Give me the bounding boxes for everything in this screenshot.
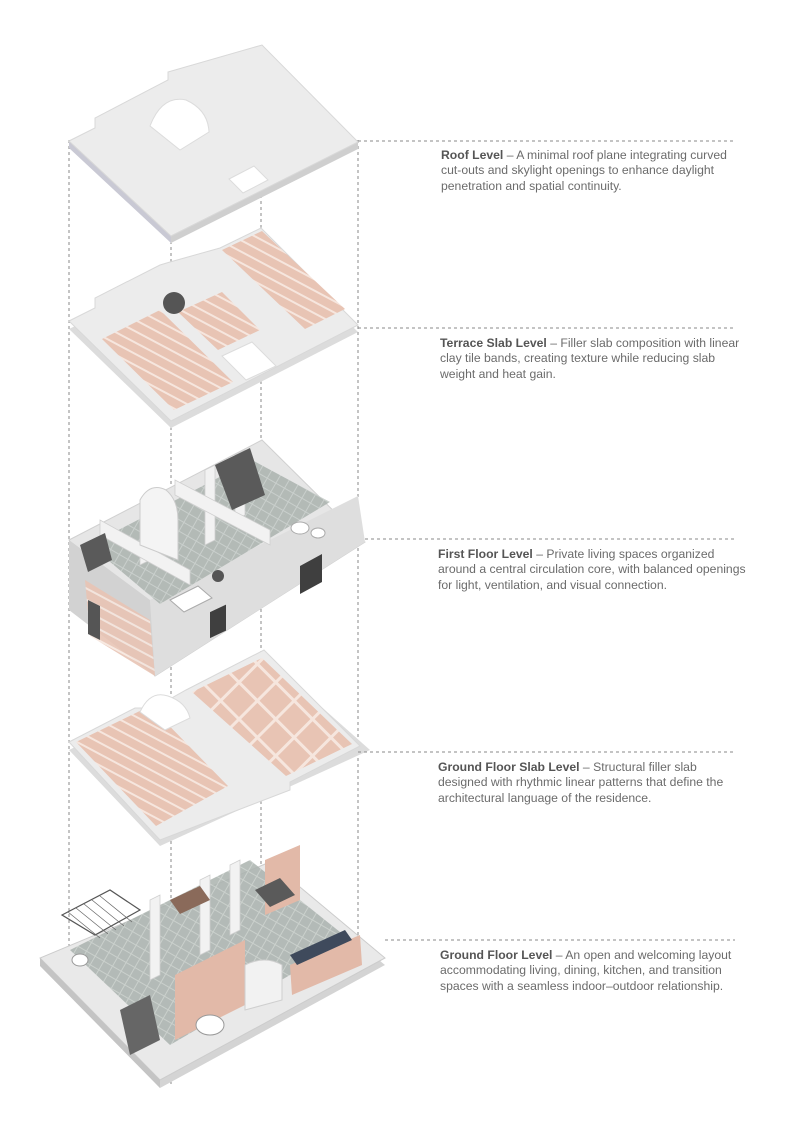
level-description: Structural filler slab designed with rhy…	[438, 760, 724, 805]
separator: –	[532, 547, 547, 561]
annotation-ground-floor-level: Ground Floor Level – An open and welcomi…	[440, 948, 740, 994]
separator: –	[579, 760, 594, 774]
level-title: Ground Floor Slab Level	[438, 760, 580, 774]
annotation-first-floor-level: First Floor Level – Private living space…	[438, 547, 748, 593]
level-description: An open and welcoming layout accommodati…	[440, 948, 732, 993]
level-title: Terrace Slab Level	[440, 336, 547, 350]
separator: –	[503, 148, 517, 162]
level-title: Roof Level	[441, 148, 504, 162]
roof-level-slab	[68, 44, 359, 243]
stair-opening-circle	[163, 292, 185, 314]
leader-lines	[358, 140, 735, 941]
ground-floor-level	[39, 845, 386, 1088]
ground-floor-slab-level	[68, 649, 370, 846]
separator: –	[546, 336, 561, 350]
level-description: Private living spaces organized around a…	[438, 547, 746, 592]
level-title: First Floor Level	[438, 547, 533, 561]
level-description: A minimal roof plane integrating curved …	[441, 148, 727, 193]
annotation-terrace-slab-level: Terrace Slab Level – Filler slab composi…	[440, 336, 740, 382]
annotation-roof-level: Roof Level – A minimal roof plane integr…	[441, 148, 741, 194]
level-title: Ground Floor Level	[440, 948, 553, 962]
annotation-ground-floor-slab-level: Ground Floor Slab Level – Structural fil…	[438, 760, 738, 806]
level-description: Filler slab composition with linear clay…	[440, 336, 740, 381]
terrace-slab-level	[68, 227, 359, 428]
first-floor-level	[68, 439, 366, 677]
separator: –	[552, 948, 566, 962]
